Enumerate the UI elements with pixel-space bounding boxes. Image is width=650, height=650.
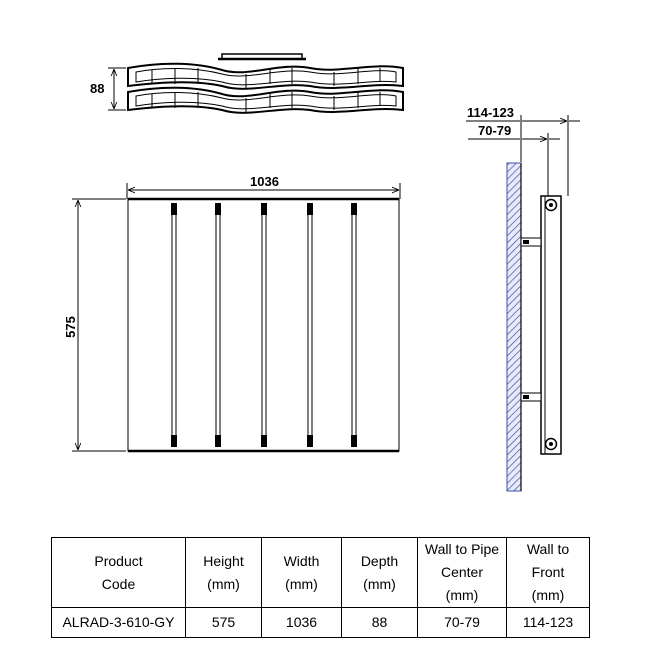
cell-width: 1036 [261, 607, 342, 638]
top-view-blade-upper-inner [135, 68, 397, 86]
wall-to-pipe-label: 70-79 [478, 123, 511, 138]
cell-depth: 88 [341, 607, 418, 638]
side-view: 114-123 70-79 [466, 105, 580, 492]
front-view: 1036 575 [63, 174, 401, 453]
top-view-blade-upper [127, 62, 404, 90]
spec-table: Product Code Height (mm) Width (mm) Dept… [51, 537, 590, 638]
top-view-blade-lower [127, 86, 404, 114]
bracket-bottom [520, 392, 542, 402]
header-depth: Depth (mm) [341, 537, 418, 608]
radiator-front-outline [127, 198, 400, 452]
header-wall-to-front: Wall to Front (mm) [506, 537, 590, 608]
top-view: 88 [90, 53, 404, 114]
cell-product-code: ALRAD-3-610-GY [51, 607, 186, 638]
header-height: Height (mm) [185, 537, 262, 608]
radiator-side-body [540, 195, 562, 455]
header-width: Width (mm) [261, 537, 342, 608]
height-dimension-label: 575 [63, 316, 78, 338]
wall-hatch [506, 162, 522, 492]
cell-wall-to-pipe: 70-79 [417, 607, 507, 638]
cell-height: 575 [185, 607, 262, 638]
radiator-blades [171, 203, 357, 447]
header-wall-to-pipe: Wall to Pipe Center (mm) [417, 537, 507, 608]
wall-to-front-label: 114-123 [467, 105, 514, 120]
width-dimension-label: 1036 [250, 174, 279, 189]
depth-dimension-label: 88 [90, 81, 104, 96]
cell-wall-to-front: 114-123 [506, 607, 590, 638]
header-product-code: Product Code [51, 537, 186, 608]
spec-table-row: ALRAD-3-610-GY 575 1036 88 70-79 114-123 [51, 607, 590, 638]
spec-table-header-row: Product Code Height (mm) Width (mm) Dept… [51, 537, 590, 608]
top-view-blade-lower-inner [135, 92, 397, 110]
bracket-top [520, 237, 542, 247]
